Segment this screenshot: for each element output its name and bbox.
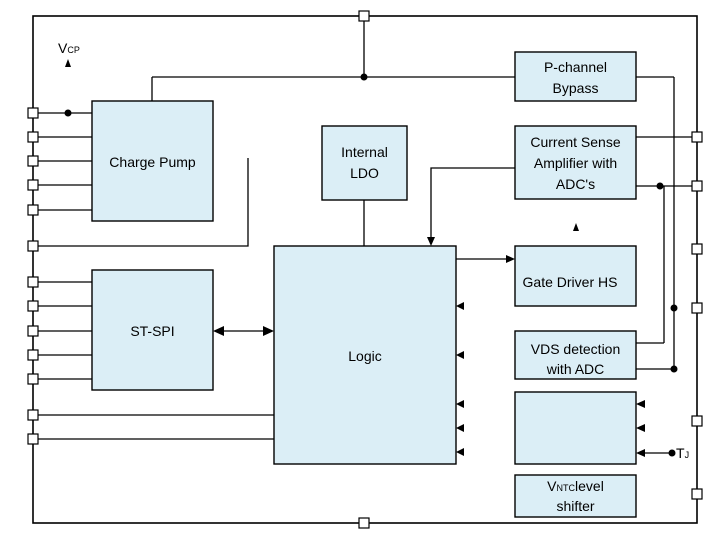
logic-label: Logic xyxy=(348,348,382,364)
vcp-main: V xyxy=(58,40,68,56)
gate-driver-hs-block xyxy=(514,245,637,307)
csa-label-line2: Amplifier with xyxy=(533,155,618,171)
csa-label-line1: Current Sense xyxy=(530,134,621,150)
ntc-label-line1: VNTClevel xyxy=(515,476,636,498)
tj-label: TJ xyxy=(676,443,689,465)
current-sense-amplifier-block xyxy=(514,125,637,200)
ntc-prefix: V xyxy=(547,478,557,494)
wiring xyxy=(33,16,697,454)
junction-dots xyxy=(64,73,678,457)
ntc-subscript: NTC xyxy=(556,483,576,493)
p-channel-label-line2: Bypass xyxy=(552,80,599,96)
vds-detection-label-line1: VDS detection xyxy=(530,341,621,357)
vds-detection-block xyxy=(514,330,637,380)
logic-block xyxy=(273,245,457,465)
st-spi-label: ST-SPI xyxy=(130,323,175,339)
csa-label-line3: ADC's xyxy=(555,176,596,192)
gate-driver-label: Gate Driver HS xyxy=(522,274,618,290)
ntc-suffix: level xyxy=(575,478,604,494)
p-channel-label-line1: P-channel xyxy=(543,59,608,75)
vds-detection-label-line2: with ADC xyxy=(546,361,605,377)
st-spi-block xyxy=(91,269,214,391)
internal-ldo-label-line2: LDO xyxy=(350,165,379,181)
unlabeled-block xyxy=(514,391,637,465)
tj-main: T xyxy=(676,445,685,461)
arrowheads xyxy=(65,59,645,457)
vcp-label: VCP xyxy=(58,38,80,60)
tj-sub: J xyxy=(684,450,690,460)
vcp-sub: CP xyxy=(67,45,80,55)
internal-ldo-block xyxy=(321,125,408,201)
ntc-label-line2: shifter xyxy=(556,498,595,514)
internal-ldo-label-line1: Internal xyxy=(341,144,388,160)
charge-pump-label: Charge Pump xyxy=(109,154,196,170)
ntc-level-shifter-block xyxy=(514,474,637,518)
pins xyxy=(27,10,703,529)
